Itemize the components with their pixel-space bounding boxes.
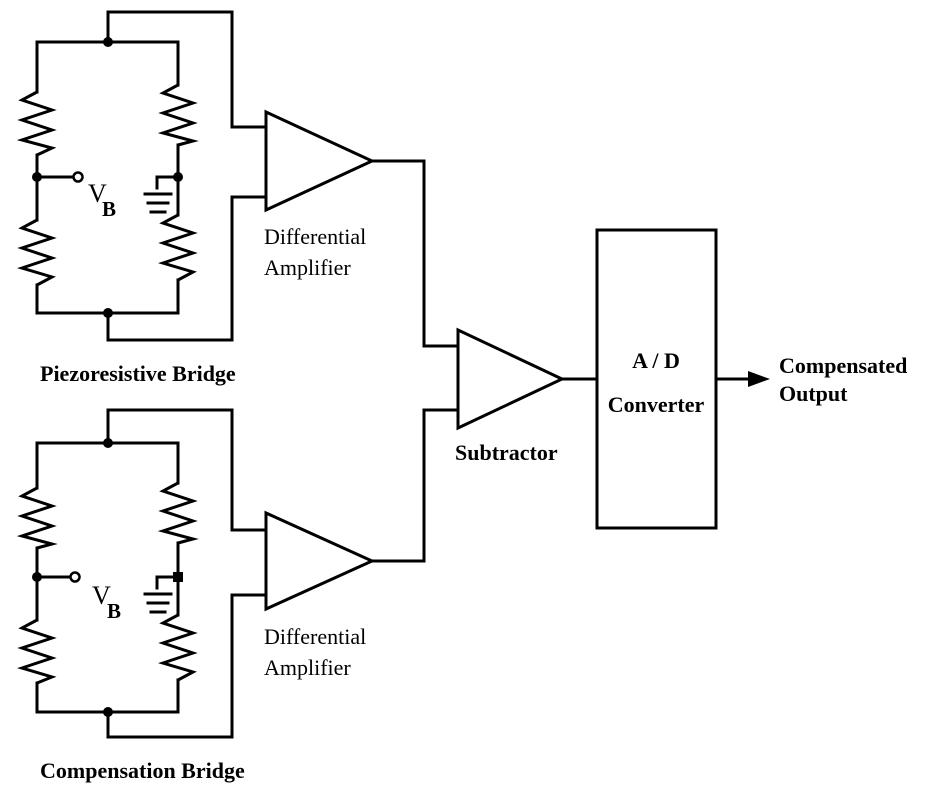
piezoresistive-bridge: V B Piezoresistive Bridge xyxy=(16,37,236,386)
output-label-line2: Output xyxy=(779,381,848,406)
bridge-bottom-outline-left xyxy=(35,441,110,714)
wire-amp-top-to-subtractor xyxy=(370,159,460,348)
bridge-top-outline-left xyxy=(35,40,110,315)
bridge-bottom-title: Compensation Bridge xyxy=(40,758,245,783)
bridge-top-title: Piezoresistive Bridge xyxy=(40,361,236,386)
differential-amplifier-top xyxy=(264,109,376,213)
subtractor xyxy=(456,327,566,431)
subtractor-label: Subtractor xyxy=(455,440,558,465)
bridge-top-node-left xyxy=(32,172,42,182)
wire-amp-bottom-to-subtractor xyxy=(370,408,460,563)
compensation-bridge: V B Compensation Bridge xyxy=(16,438,245,783)
wire-bridge-top-to-amp-minus xyxy=(106,195,268,342)
bridge-bottom-node-left xyxy=(32,572,42,582)
adc-block xyxy=(595,228,718,530)
bridge-top-resistor-upper-left xyxy=(16,90,57,157)
bridge-bottom-resistor-upper-right xyxy=(157,481,199,545)
bridge-top-vb-subscript: B xyxy=(102,197,116,221)
adc-label-line2: Converter xyxy=(608,392,705,417)
bridge-top-vb-terminal xyxy=(72,171,84,183)
bridge-bottom-vb-terminal xyxy=(69,571,81,583)
bridge-bottom-resistor-lower-left xyxy=(17,618,57,685)
amp-top-label-line2: Amplifier xyxy=(264,255,351,280)
bridge-top-resistor-lower-right xyxy=(158,213,198,282)
amp-bottom-label-line2: Amplifier xyxy=(264,655,351,680)
bridge-bottom-resistor-lower-right xyxy=(158,613,198,682)
wire-bridge-top-to-amp-plus xyxy=(106,10,268,129)
bridge-bottom-vb-subscript: B xyxy=(107,599,121,623)
differential-amplifier-bottom xyxy=(264,510,376,612)
bridge-top-vb-symbol: V xyxy=(88,179,107,208)
bridge-top-node-right xyxy=(173,172,183,182)
output-label-line1: Compensated xyxy=(779,353,907,378)
wire-bridge-bottom-to-amp-plus xyxy=(106,408,268,532)
bridge-bottom-node-right xyxy=(173,572,183,582)
bridge-bottom-vb-symbol: V xyxy=(92,581,111,610)
amp-bottom-label-line1: Differential xyxy=(264,624,366,649)
output-arrow-head xyxy=(748,371,770,387)
bridge-top-resistor-lower-left xyxy=(17,218,57,287)
wire-bridge-bottom-to-amp-minus xyxy=(106,593,268,739)
bridge-top-resistor-upper-right xyxy=(157,83,199,147)
adc-label-line1: A / D xyxy=(632,348,680,373)
bridge-top-battery-symbol xyxy=(143,175,180,214)
bridge-bottom-battery-symbol xyxy=(143,575,180,614)
bridge-bottom-resistor-upper-left xyxy=(16,486,58,550)
amp-top-label-line1: Differential xyxy=(264,224,366,249)
